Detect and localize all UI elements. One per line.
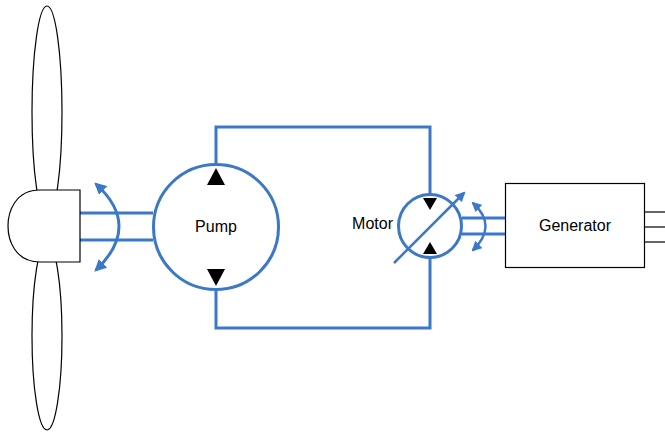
motor-symbol-outline [397, 193, 463, 259]
rotor-hub [8, 190, 80, 262]
component-name: Generator [539, 217, 611, 235]
component-label: Motor [352, 215, 393, 233]
generator-shaft [462, 218, 505, 234]
component-name: Pump [195, 218, 237, 236]
rotor-blade [32, 242, 62, 430]
output-wire [645, 241, 665, 242]
rotation-arrow [96, 184, 119, 270]
output-wire [645, 211, 665, 212]
output-wire [645, 226, 665, 227]
hydraulic-line [216, 258, 430, 328]
generator-box: Generator [505, 183, 645, 268]
motor-symbol: Motor [397, 193, 463, 259]
hydraulic-line [216, 127, 430, 194]
rotation-arrow [473, 203, 486, 250]
pump-symbol: Pump [152, 163, 280, 291]
rotor-blade [32, 6, 62, 218]
variable-arrow [394, 193, 464, 263]
